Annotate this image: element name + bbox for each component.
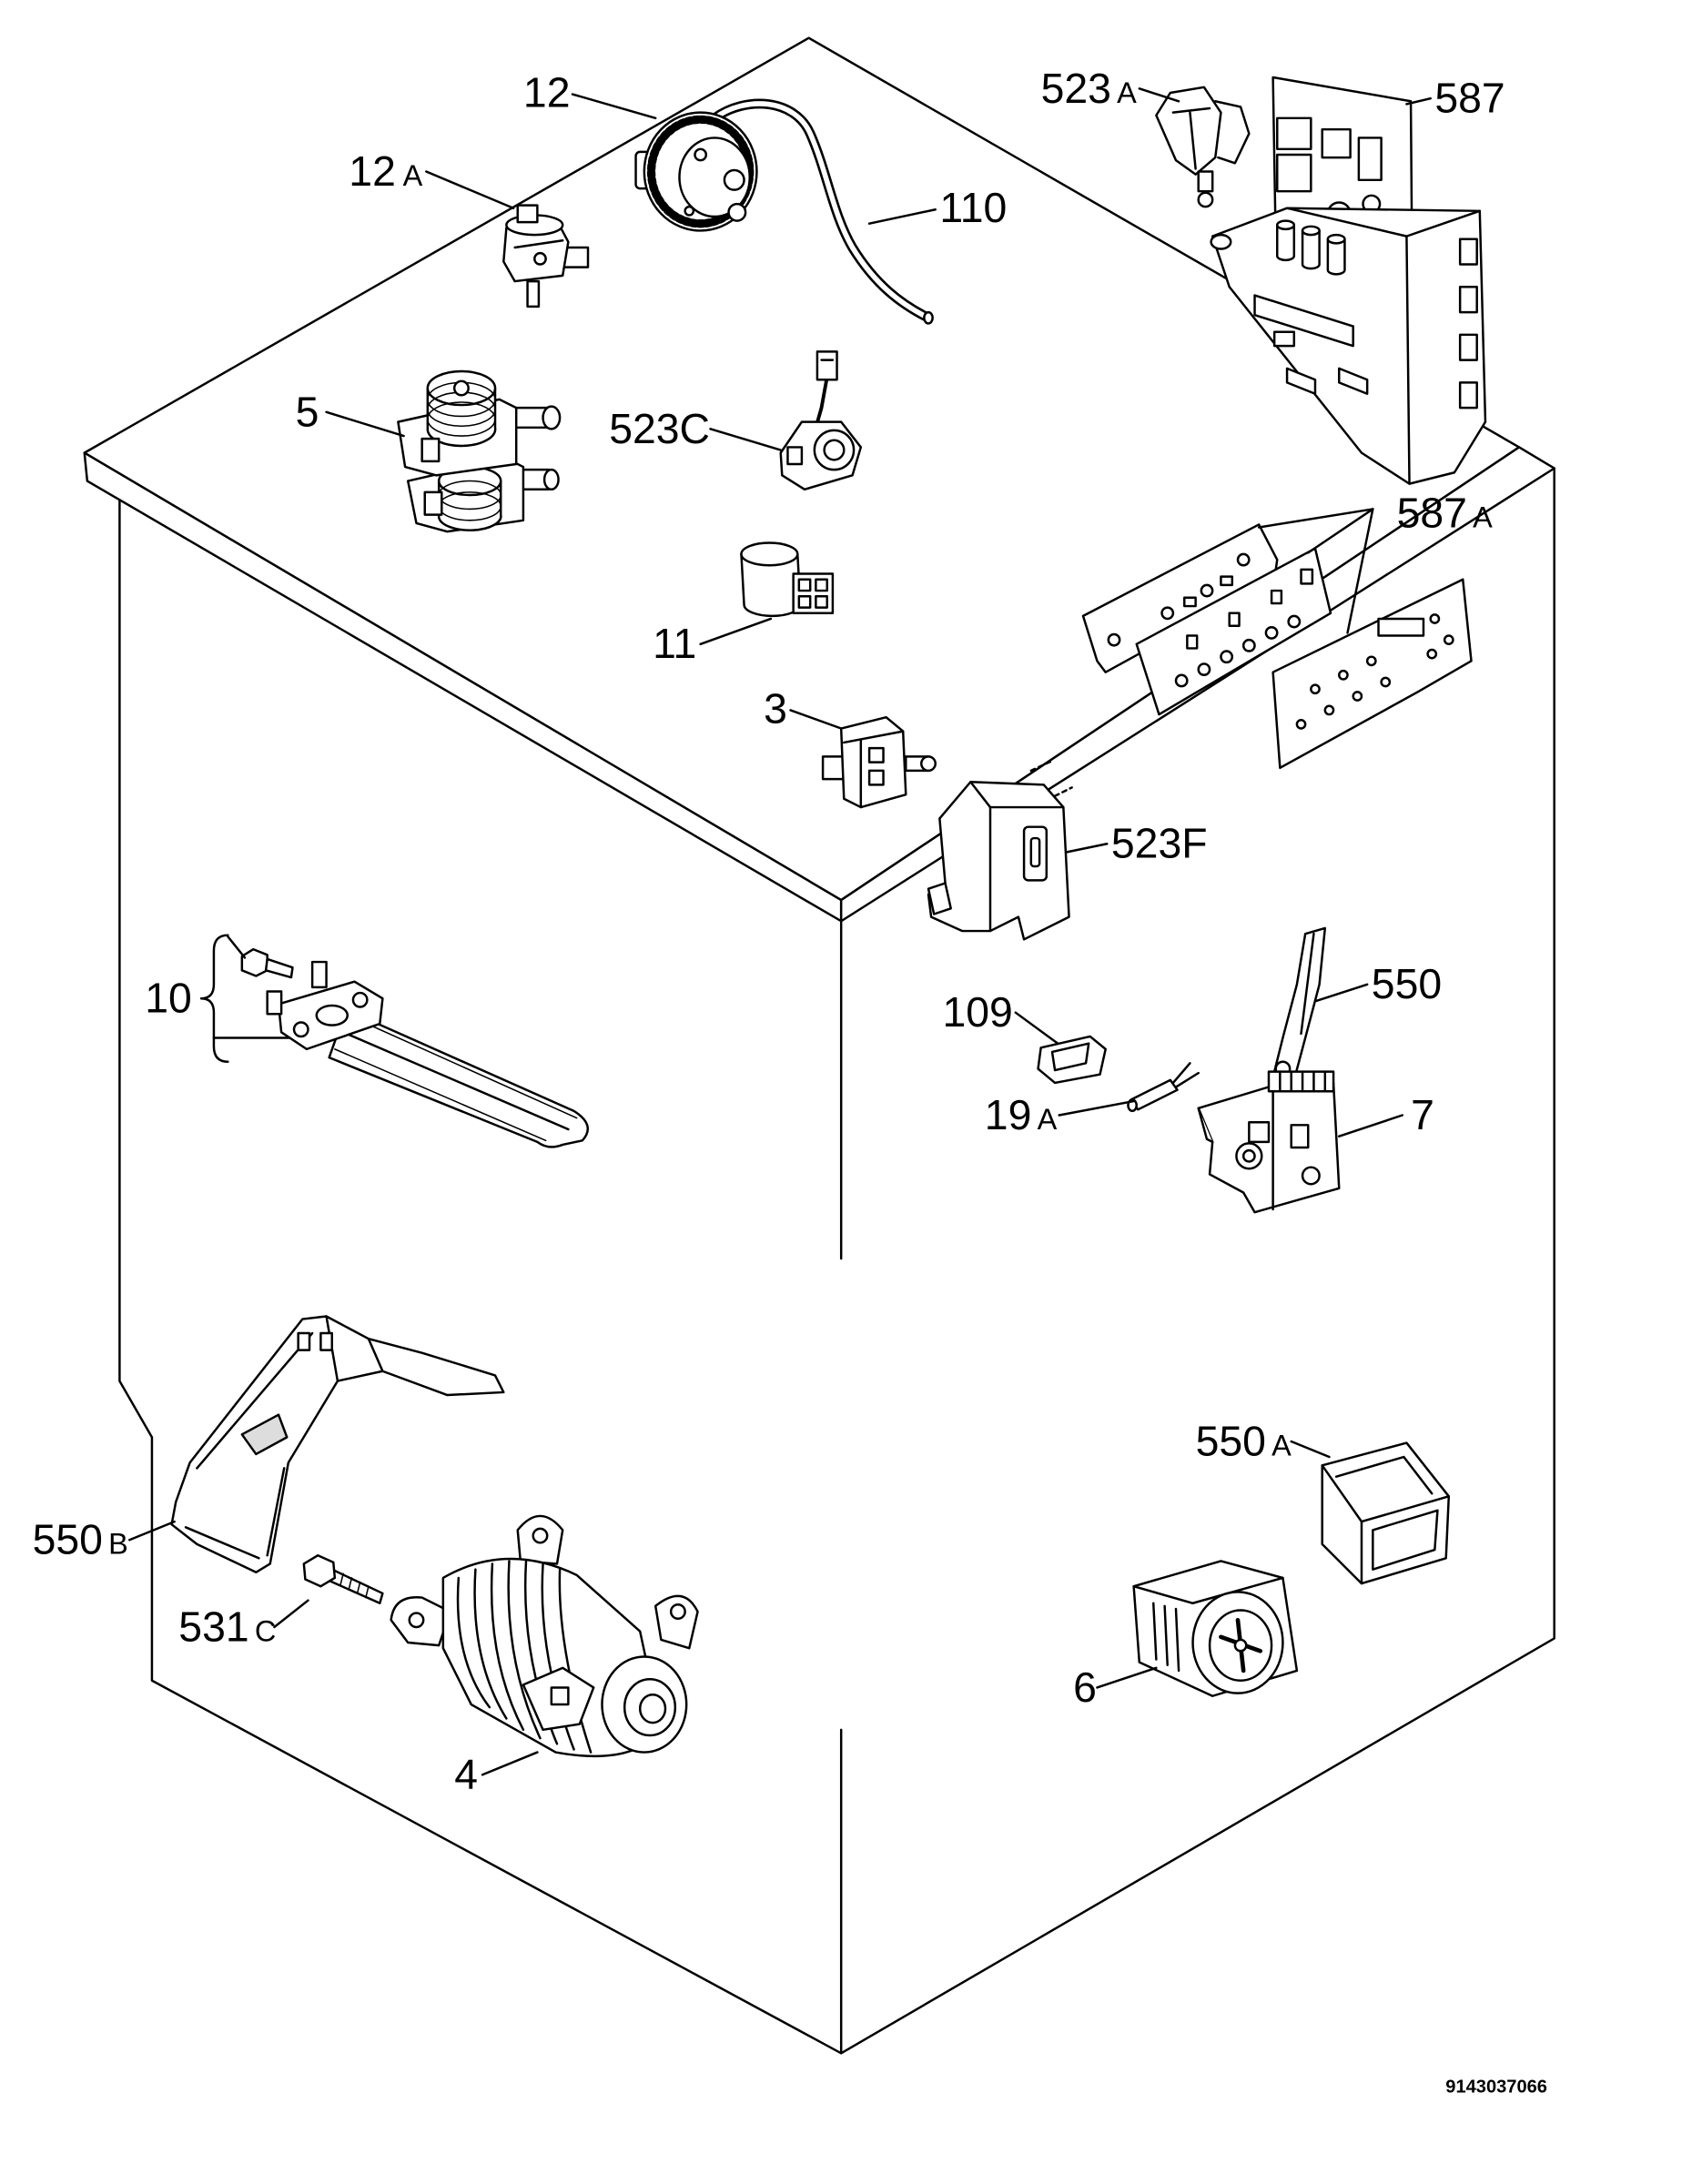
- leader-6: [1096, 1666, 1158, 1689]
- leader-109: [1014, 1011, 1059, 1045]
- callout-12: 12: [523, 68, 571, 116]
- leader-587a-3: [1346, 508, 1374, 634]
- leader-523a: [1138, 87, 1180, 103]
- callout-523c: 523C: [609, 405, 710, 452]
- part-550-door-lever: [1271, 926, 1327, 1082]
- callout-523f: 523F: [1111, 820, 1208, 867]
- drawing-number: 9143037066: [1445, 2078, 1547, 2098]
- leader-587: [1405, 96, 1432, 106]
- callout-5: 5: [296, 388, 319, 435]
- leader-5: [325, 410, 405, 438]
- part-531c-screw: [302, 1553, 384, 1604]
- callout-3: 3: [764, 684, 787, 732]
- callout-6: 6: [1073, 1663, 1097, 1711]
- leader-550: [1313, 983, 1369, 1003]
- part-11-capacitor: [740, 541, 835, 618]
- part-4-drain-pump: [390, 1514, 699, 1758]
- callout-11: 11: [653, 620, 696, 667]
- leader-550b: [127, 1520, 176, 1542]
- part-6-pump-filter: [1132, 1560, 1299, 1697]
- callout-4: 4: [454, 1751, 478, 1798]
- leader-4: [481, 1751, 539, 1776]
- callout-550: 550: [1372, 960, 1442, 1007]
- part-523a-connector: [1155, 86, 1251, 208]
- part-109-cap: [1037, 1035, 1107, 1085]
- leader-587a-1: [1257, 508, 1374, 529]
- part-12-pressure-switch: [634, 111, 758, 232]
- part-3-selector-switch: [821, 715, 937, 809]
- leader-110: [867, 208, 937, 225]
- leader-12: [571, 93, 657, 120]
- leader-531c: [273, 1599, 309, 1629]
- callout-10: 10: [145, 975, 192, 1022]
- part-550a-cover-cap: [1321, 1441, 1451, 1585]
- leader-587a-2: [1307, 508, 1374, 554]
- part-550b-shield: [170, 1315, 505, 1573]
- leader-11: [699, 617, 773, 646]
- leader-3: [789, 709, 843, 730]
- callout-109: 109: [942, 988, 1012, 1036]
- part-110-hose: [709, 98, 934, 325]
- part-523c-sensor: [779, 350, 863, 491]
- leader-7: [1338, 1114, 1404, 1138]
- leader-lines: [127, 87, 1432, 1776]
- part-5-inlet-valve: [397, 369, 562, 533]
- part-587a-display-boards: [1081, 523, 1473, 770]
- part-12a-level-switch: [502, 204, 590, 308]
- leader-523c: [709, 428, 782, 451]
- leader-10-brace: [199, 934, 229, 1064]
- leader-12a: [425, 170, 515, 209]
- leader-10-screw: [227, 935, 247, 959]
- leader-523f: [1065, 843, 1109, 854]
- callout-7: 7: [1411, 1091, 1434, 1138]
- part-19a-sensor: [1127, 1062, 1200, 1113]
- leader-19a: [1058, 1099, 1135, 1117]
- part-7-door-interlock: [1197, 1070, 1341, 1214]
- callout-110: 110: [939, 184, 1007, 231]
- callout-587: 587: [1434, 75, 1504, 122]
- part-587-control-module: [1210, 76, 1487, 485]
- part-523f-bracket: [927, 759, 1073, 941]
- part-10-heating-element: [240, 947, 589, 1148]
- leader-550a: [1290, 1440, 1331, 1459]
